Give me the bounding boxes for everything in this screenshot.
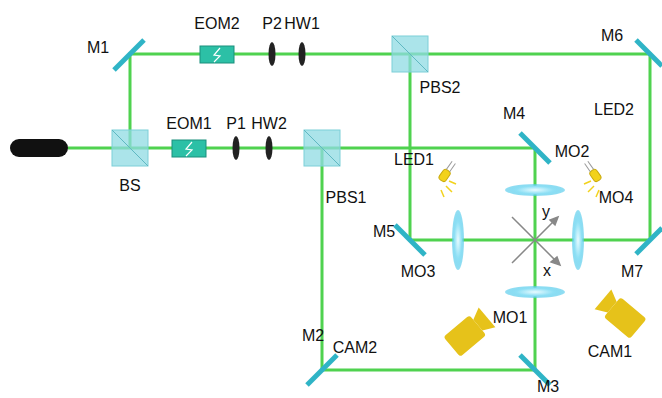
label-text: M2 — [302, 327, 324, 344]
component-label: PBS2 — [420, 80, 461, 96]
label-text: MO2 — [555, 143, 590, 160]
component-label: y — [542, 204, 550, 220]
component-label: BS — [119, 178, 140, 194]
component-label: M7 — [621, 264, 643, 280]
label-text: EOM1 — [166, 115, 211, 132]
label-text: M6 — [601, 27, 623, 44]
label-text: BS — [119, 177, 140, 194]
label-text: M4 — [503, 105, 525, 122]
label-text: P2 — [262, 15, 282, 32]
label-text: MO1 — [493, 309, 528, 326]
label-text: M3 — [537, 378, 559, 395]
label-text: HW2 — [251, 115, 287, 132]
label-text: MO3 — [401, 263, 436, 280]
label-text: CAM2 — [333, 339, 377, 356]
component-label: MO4 — [599, 190, 634, 206]
polarizers-waveplates — [233, 42, 306, 160]
component-label: MO2 — [555, 144, 590, 160]
label-text: PBS1 — [326, 189, 367, 206]
laser-beams — [68, 54, 650, 370]
component-label: M5 — [373, 224, 395, 240]
component-label: x — [543, 263, 551, 279]
label-text: M5 — [373, 223, 395, 240]
microscope-objectives — [452, 184, 584, 298]
label-text: CAM1 — [588, 343, 632, 360]
beam-splitter-cubes — [112, 36, 428, 166]
coordinate-axes — [512, 217, 560, 265]
component-label: M2 — [302, 328, 324, 344]
component-label: M3 — [537, 379, 559, 395]
label-text: HW1 — [284, 15, 320, 32]
mirrors — [114, 40, 662, 385]
label-text: EOM2 — [194, 15, 239, 32]
component-label: PBS1 — [326, 190, 367, 206]
component-label: MO3 — [401, 264, 436, 280]
component-label: M4 — [503, 106, 525, 122]
label-text: LED2 — [594, 101, 634, 118]
label-text: LED1 — [394, 151, 434, 168]
label-text: PBS2 — [420, 79, 461, 96]
component-label: LED2 — [594, 102, 634, 118]
component-label: EOM1 — [166, 116, 211, 132]
led-sources — [438, 160, 602, 197]
component-label: EOM2 — [194, 16, 239, 32]
label-text: MO4 — [599, 189, 634, 206]
component-label: M1 — [87, 40, 109, 56]
component-label: CAM1 — [588, 344, 632, 360]
component-label: HW1 — [284, 16, 320, 32]
component-label: M6 — [601, 28, 623, 44]
label-text: P1 — [226, 115, 246, 132]
component-label: LED1 — [394, 152, 434, 168]
component-label: HW2 — [251, 116, 287, 132]
label-text: x — [543, 262, 551, 279]
component-label: CAM2 — [333, 340, 377, 356]
electro-optic-modulators — [172, 46, 234, 157]
component-label: P1 — [226, 116, 246, 132]
label-text: M7 — [621, 263, 643, 280]
fiber-coupler — [10, 139, 68, 157]
component-label: P2 — [262, 16, 282, 32]
component-label: MO1 — [493, 310, 528, 326]
label-text: y — [542, 203, 550, 220]
label-text: M1 — [87, 39, 109, 56]
